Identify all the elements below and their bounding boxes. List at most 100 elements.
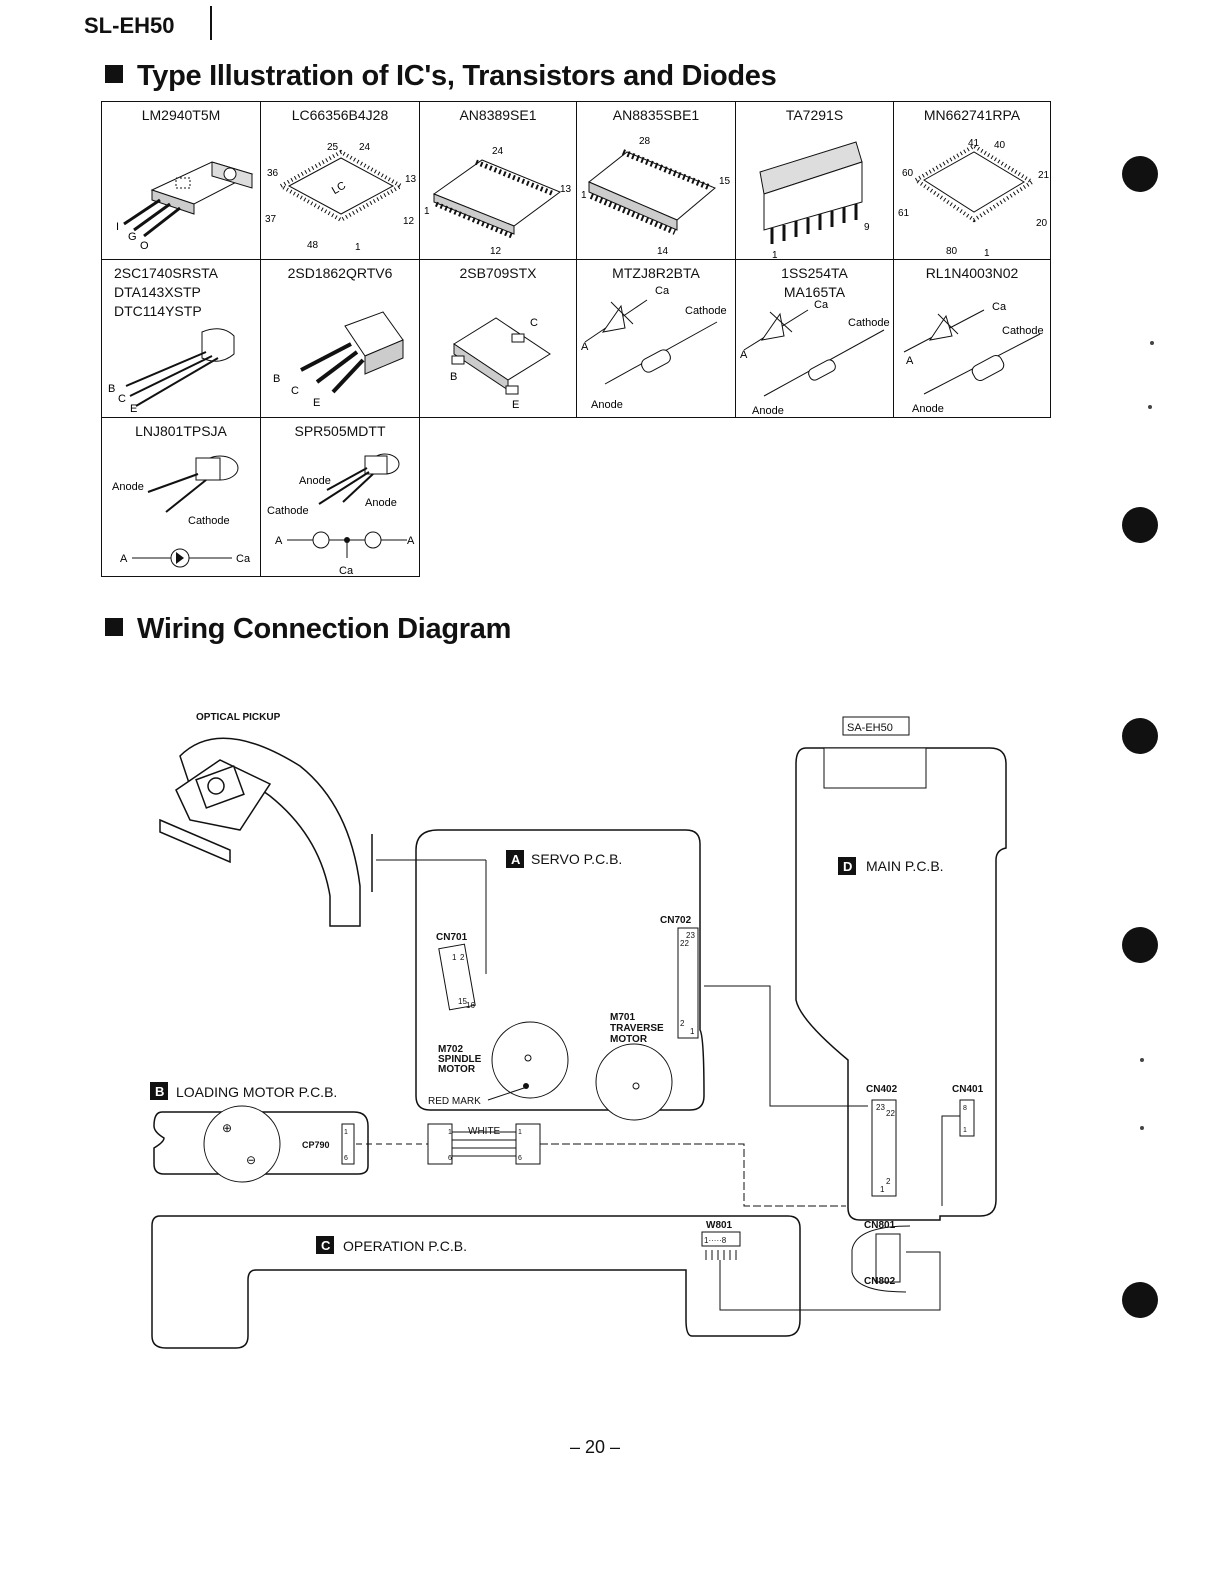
svg-text:22: 22 [680,939,689,948]
section-title-text: Wiring Connection Diagram [137,613,512,645]
svg-text:Anode: Anode [299,475,331,487]
servo-pcb-outline [415,829,705,1111]
bullet-square-icon [105,65,123,83]
component-name: 2SC1740SRSTA [114,265,219,281]
pin-label: O [140,240,149,252]
svg-text:A: A [581,341,589,353]
svg-text:1: 1 [355,242,361,253]
component-name: SPR505MDTT [294,423,386,439]
wiring-diagram: OPTICAL PICKUP A SERVO P.C.B. CN701 1 2 … [150,712,1007,1349]
pin-label: I [116,221,119,233]
to220-package-icon: I G O [116,161,254,252]
svg-text:Cathode: Cathode [267,505,309,517]
svg-text:E: E [313,397,320,409]
svg-text:22: 22 [886,1109,895,1118]
switching-diode-icon: Ca Cathode A Anode [740,299,890,417]
cn401-label: CN401 [952,1084,984,1095]
svg-text:B: B [155,1084,164,1099]
svg-text:60: 60 [902,168,914,179]
svg-text:Cathode: Cathode [685,305,727,317]
svg-text:41: 41 [968,138,980,149]
svg-text:61: 61 [898,208,910,219]
svg-text:C: C [118,393,126,405]
dual-led-icon: Anode Cathode Anode A A Ca [267,453,415,577]
svg-text:⊕: ⊕ [222,1121,232,1135]
svg-text:1: 1 [880,1185,885,1194]
svg-text:13: 13 [405,174,417,185]
cell-lm2940t5m: LM2940T5M I G O [101,101,261,260]
cell-transistor-group: 2SC1740SRSTA DTA143XSTP DTC114YSTP B C E [101,259,261,418]
cn801-label: CN801 [864,1220,896,1231]
model-number: SL-EH50 [84,13,175,38]
header-divider [210,6,212,40]
svg-text:1: 1 [690,1027,695,1036]
component-name: RL1N4003N02 [925,265,1019,281]
svg-text:Cathode: Cathode [188,515,230,527]
component-name: LM2940T5M [141,107,221,123]
svg-text:Cathode: Cathode [848,317,890,329]
svg-text:6: 6 [518,1155,522,1162]
svg-text:2: 2 [886,1177,891,1186]
svg-text:M702: M702 [438,1044,463,1055]
svg-text:20: 20 [1036,218,1048,229]
servo-pcb-label: SERVO P.C.B. [531,851,622,867]
component-name: LC66356B4J28 [291,107,389,123]
svg-text:MOTOR: MOTOR [610,1034,648,1045]
cn702-label: CN702 [660,915,692,926]
cell-lnj801tpsja: LNJ801TPSJA Anode Cathode A Ca [101,417,261,577]
svg-text:6: 6 [448,1155,452,1162]
cp790-label: CP790 [302,1140,330,1150]
to92-transistor-icon: B C E [108,328,235,415]
component-name: MA165TA [783,284,846,300]
svg-text:6: 6 [344,1155,348,1162]
scan-mark [1150,341,1154,345]
component-name: 2SD1862QRTV6 [287,265,393,281]
operation-pcb-outline [151,1215,801,1349]
component-name: TA7291S [785,107,844,123]
svg-text:A: A [120,553,128,565]
svg-text:MOTOR: MOTOR [438,1064,476,1075]
optical-pickup-icon [159,737,373,927]
main-pcb-outline [795,747,1007,1221]
svg-text:2: 2 [680,1019,685,1028]
svg-text:16: 16 [466,1001,475,1010]
section-title-type-illustration: Type Illustration of IC's, Transistors a… [105,60,777,93]
svg-text:14: 14 [657,246,669,257]
scan-mark [1140,1058,1144,1062]
svg-text:1: 1 [344,1129,348,1136]
svg-text:A: A [740,349,748,361]
svg-text:23: 23 [686,931,695,940]
cell-lc66356b4j28: LC66356B4J28 LC 25 24 36 13 37 12 48 1 [260,101,420,260]
svg-text:Ca: Ca [655,285,670,297]
w801-label: W801 [706,1220,733,1231]
svg-text:23: 23 [876,1103,885,1112]
cell-1ss254ta: 1SS254TA MA165TA Ca Cathode A Anode [735,259,894,418]
component-name: DTC114YSTP [114,303,202,319]
svg-text:C: C [291,385,299,397]
svg-text:Anode: Anode [365,497,397,509]
svg-text:48: 48 [307,240,319,251]
svg-text:B: B [273,373,280,385]
cell-2sd1862qrtv6: 2SD1862QRTV6 B C E [260,259,420,418]
sop-package-icon: 28 15 1 14 [581,136,731,257]
svg-text:21: 21 [1038,170,1050,181]
svg-text:37: 37 [265,214,277,225]
component-name: MN662741RPA [923,107,1021,123]
sip-package-icon: 1 9 [759,141,870,261]
svg-text:1: 1 [772,250,778,261]
qfp-package-icon: 41 40 60 21 61 20 80 1 [898,138,1050,259]
component-name: AN8835SBE1 [612,107,700,123]
svg-text:15: 15 [719,176,731,187]
loading-pcb-label: LOADING MOTOR P.C.B. [176,1084,337,1100]
cell-spr505mdtt: SPR505MDTT Anode Cathode Anode A A Ca [260,417,420,577]
svg-text:12: 12 [490,246,502,257]
svg-text:C: C [530,317,538,329]
red-mark-label: RED MARK [428,1096,481,1107]
power-transistor-icon: B C E [273,311,404,409]
svg-text:E: E [512,399,519,411]
svg-text:D: D [843,859,852,874]
svg-text:A: A [906,355,914,367]
cell-an8389se1: AN8389SE1 24 13 1 12 [419,101,577,260]
sop-package-icon: 24 13 1 12 [424,146,572,257]
component-name: AN8389SE1 [459,107,537,123]
